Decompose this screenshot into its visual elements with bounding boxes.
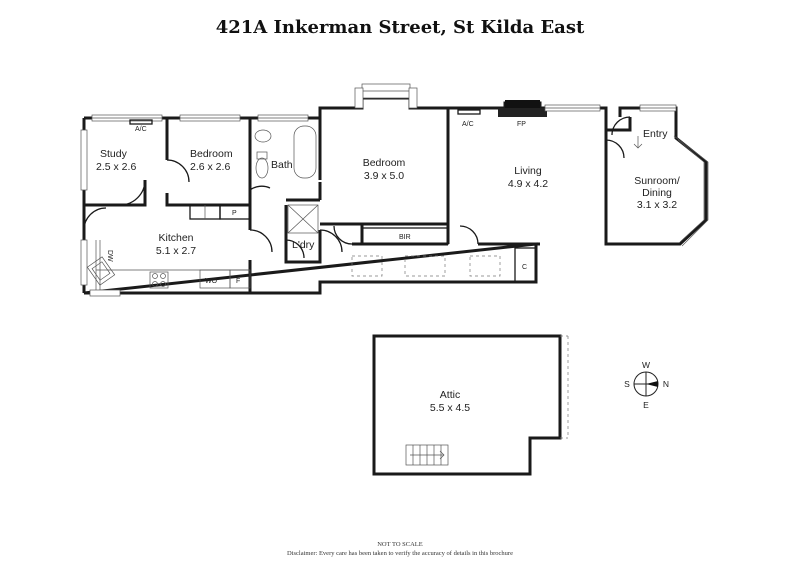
- study-label: Study: [100, 148, 128, 160]
- toilet-cistern: [256, 151, 268, 160]
- skylight-1: [351, 255, 383, 277]
- compass-s: S: [624, 379, 630, 389]
- compass-w: W: [642, 360, 650, 370]
- window-kitchen-west: [80, 239, 88, 286]
- kitchen-size: 5.1 x 2.7: [156, 245, 196, 257]
- compass-n: N: [663, 379, 669, 389]
- ac-label-living: A/C: [462, 121, 474, 128]
- living-label: Living: [514, 165, 542, 177]
- plan-title: 421A Inkerman Street, St Kilda East: [216, 17, 585, 38]
- attic-label: Attic: [440, 389, 460, 401]
- dw-label: DW: [106, 250, 113, 262]
- laundry-machine: [287, 204, 319, 234]
- attic: Attic 5.5 x 4.5: [372, 334, 569, 476]
- toilet: [255, 157, 269, 179]
- disclaimer: Disclaimer: Every care has been taken to…: [287, 550, 513, 557]
- main-floor: Study 2.5 x 2.6 Bedroom 2.6 x 2.6 Bath B…: [80, 83, 709, 297]
- compass: W E S N: [624, 360, 669, 410]
- ac-unit-study: [129, 119, 153, 125]
- cooktop: [149, 271, 169, 289]
- bay-window: [354, 83, 418, 109]
- kitchen-sink: [86, 256, 116, 286]
- interior-walls: [84, 108, 632, 293]
- skylight-3: [469, 255, 501, 277]
- attic-stairs: [405, 444, 449, 466]
- cupboard-label: C: [522, 264, 527, 271]
- cupboard-c: [514, 247, 537, 283]
- pantry-label: P: [232, 210, 237, 217]
- scale-note: NOT TO SCALE: [377, 541, 423, 548]
- exterior-walls: [83, 96, 708, 295]
- bath-label: Bath: [271, 159, 293, 171]
- living-size: 4.9 x 4.2: [508, 178, 548, 190]
- fp-label: FP: [517, 121, 526, 128]
- laundry-label: L'dry: [292, 239, 315, 251]
- skylight-2: [404, 255, 446, 277]
- study-size: 2.5 x 2.6: [96, 161, 136, 173]
- window-study-west: [80, 129, 88, 191]
- ac-unit-living: [457, 109, 481, 115]
- bathtub: [293, 125, 317, 179]
- wo-label: WO: [205, 278, 218, 285]
- compass-e: E: [643, 400, 649, 410]
- fireplace-hearth: [498, 108, 547, 117]
- bir-label: BIR: [399, 234, 411, 241]
- window-kitchen-south: [89, 289, 121, 297]
- attic-size: 5.5 x 4.5: [430, 402, 470, 414]
- fridge-label: F: [236, 278, 240, 285]
- basin: [254, 129, 272, 143]
- bedroom-small-size: 2.6 x 2.6: [190, 161, 230, 173]
- kitchen-label: Kitchen: [158, 232, 193, 244]
- doors: [83, 116, 631, 259]
- bedroom-main-size: 3.9 x 5.0: [364, 170, 404, 182]
- bedroom-small-label: Bedroom: [190, 148, 233, 160]
- bedroom-main-label: Bedroom: [363, 157, 406, 169]
- sunroom-size: 3.1 x 3.2: [637, 199, 677, 211]
- window-sunroom: [677, 139, 705, 243]
- entry-label: Entry: [643, 128, 668, 140]
- built-in-robe: [361, 227, 449, 245]
- sunroom-label-2: Dining: [642, 187, 672, 199]
- ac-label-study: A/C: [135, 126, 147, 133]
- sunroom-label: Sunroom/: [634, 175, 680, 187]
